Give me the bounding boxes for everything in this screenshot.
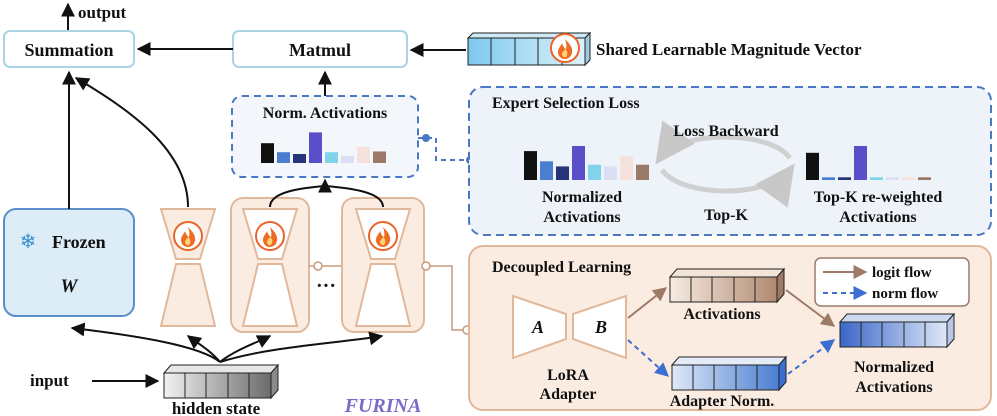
loss-left-bar-1 <box>524 151 537 180</box>
adapter-norm-tensor <box>670 355 788 392</box>
hidden-to-expert-1-arrow <box>186 335 221 363</box>
decoupled-connector <box>424 265 470 331</box>
expert-2-flame-icon <box>255 221 285 251</box>
expert-1 <box>159 208 217 327</box>
loss-right-bar-6 <box>886 177 899 180</box>
adapter-a-label: A <box>531 317 544 337</box>
input-label: input <box>30 371 69 390</box>
top-k-reweighted-line2: Activations <box>839 209 916 226</box>
hidden-state-tensor <box>162 363 280 400</box>
norm-activations-bars <box>261 132 386 163</box>
expert-3-to-norm-line <box>324 185 384 208</box>
legend-logit-label: logit flow <box>872 265 932 281</box>
norm-bar-8 <box>373 151 386 163</box>
logit-flow-arrow-1 <box>627 287 668 319</box>
norm-bar-3 <box>293 154 306 163</box>
loss-left-bar-8 <box>636 164 649 180</box>
expert-selection-loss-title: Expert Selection Loss <box>492 95 640 112</box>
loss-connector-dot-start <box>422 134 430 142</box>
trainable-flame-icon <box>550 33 580 63</box>
expert-3-flame-icon <box>368 221 398 251</box>
norm-bar-4 <box>309 132 322 163</box>
loss-right-bar-8 <box>918 177 931 180</box>
norm-bar-6 <box>341 155 354 163</box>
expert-2 <box>241 208 299 327</box>
loss-right-bar-2 <box>822 177 835 180</box>
loss-left-bar-3 <box>556 166 569 180</box>
expert-to-summation-arrow <box>74 77 189 208</box>
hidden-to-frozen-arrow <box>70 322 221 363</box>
lora-adapter <box>512 294 627 360</box>
loss-left-bar-5 <box>588 164 601 180</box>
loss-right-bar-5 <box>870 177 883 180</box>
loss-right-bar-4 <box>854 146 867 180</box>
output-label: output <box>78 3 127 22</box>
loss-left-bar-4 <box>572 146 585 180</box>
normalized-activations-left-line2: Activations <box>543 209 620 226</box>
decoupled-learning-title: Decoupled Learning <box>492 259 631 276</box>
adapter-b-label: B <box>594 317 607 337</box>
loss-right-bars <box>806 146 931 180</box>
lora-adapter-line1: LoRA <box>547 367 589 384</box>
loss-left-bars <box>524 146 649 180</box>
hidden-to-expert-2-arrow <box>219 335 272 363</box>
activations-tensor <box>668 267 786 304</box>
weight-label: W <box>61 276 79 297</box>
expert-selection-loss-panel <box>468 86 992 236</box>
hidden-to-expert-3-arrow <box>219 331 384 363</box>
magnitude-vector <box>466 31 592 67</box>
expert-connector-dot <box>313 261 323 271</box>
expert-3 <box>354 208 412 327</box>
matmul-label: Matmul <box>289 40 351 60</box>
logit-flow-arrow-2 <box>785 289 836 327</box>
lora-adapter-line2: Adapter <box>540 386 597 403</box>
loss-right-bar-3 <box>838 177 851 180</box>
loss-left-bar-7 <box>620 156 633 180</box>
norm-bar-5 <box>325 152 338 163</box>
magnitude-vector-label: Shared Learnable Magnitude Vector <box>596 40 862 59</box>
hidden-state-label: hidden state <box>172 399 261 416</box>
norm-flow-arrow-2 <box>787 339 836 375</box>
norm-bar-7 <box>357 146 370 163</box>
expert-1-flame-icon <box>173 221 203 251</box>
adapter-norm-label: Adapter Norm. <box>670 393 775 410</box>
summation-box <box>3 30 135 68</box>
normalized-activations-tensor <box>838 312 956 349</box>
activations-label: Activations <box>683 306 760 323</box>
normalized-activations-right-line1: Normalized <box>854 359 934 376</box>
normalized-activations-left-line1: Normalized <box>542 189 622 206</box>
snowflake-icon: ❄ <box>20 229 37 253</box>
experts-ellipsis: ··· <box>316 275 336 297</box>
legend-norm-label: norm flow <box>872 286 938 302</box>
loss-left-bar-6 <box>604 166 617 180</box>
top-k-reweighted-line1: Top-K re-weighted <box>814 189 943 206</box>
normalized-activations-right-line2: Activations <box>855 379 932 396</box>
loss-backward-arrow <box>655 120 793 165</box>
frozen-weight-box <box>3 208 135 317</box>
norm-bar-1 <box>261 143 274 163</box>
top-k-label: Top-K <box>704 207 748 224</box>
loss-right-bar-1 <box>806 152 819 180</box>
norm-activations-label: Norm. Activations <box>263 105 387 122</box>
summation-label: Summation <box>24 40 113 60</box>
loss-right-bar-7 <box>902 177 915 180</box>
decoupled-connector-dot-start <box>421 261 431 271</box>
frozen-label: Frozen <box>52 232 106 252</box>
loss-left-bar-2 <box>540 161 553 180</box>
method-name: FURINA <box>344 395 422 416</box>
loss-backward-label: Loss Backward <box>673 123 778 140</box>
expert-2-to-norm-line <box>269 185 326 208</box>
top-k-arrow <box>659 163 795 208</box>
norm-bar-2 <box>277 152 290 163</box>
